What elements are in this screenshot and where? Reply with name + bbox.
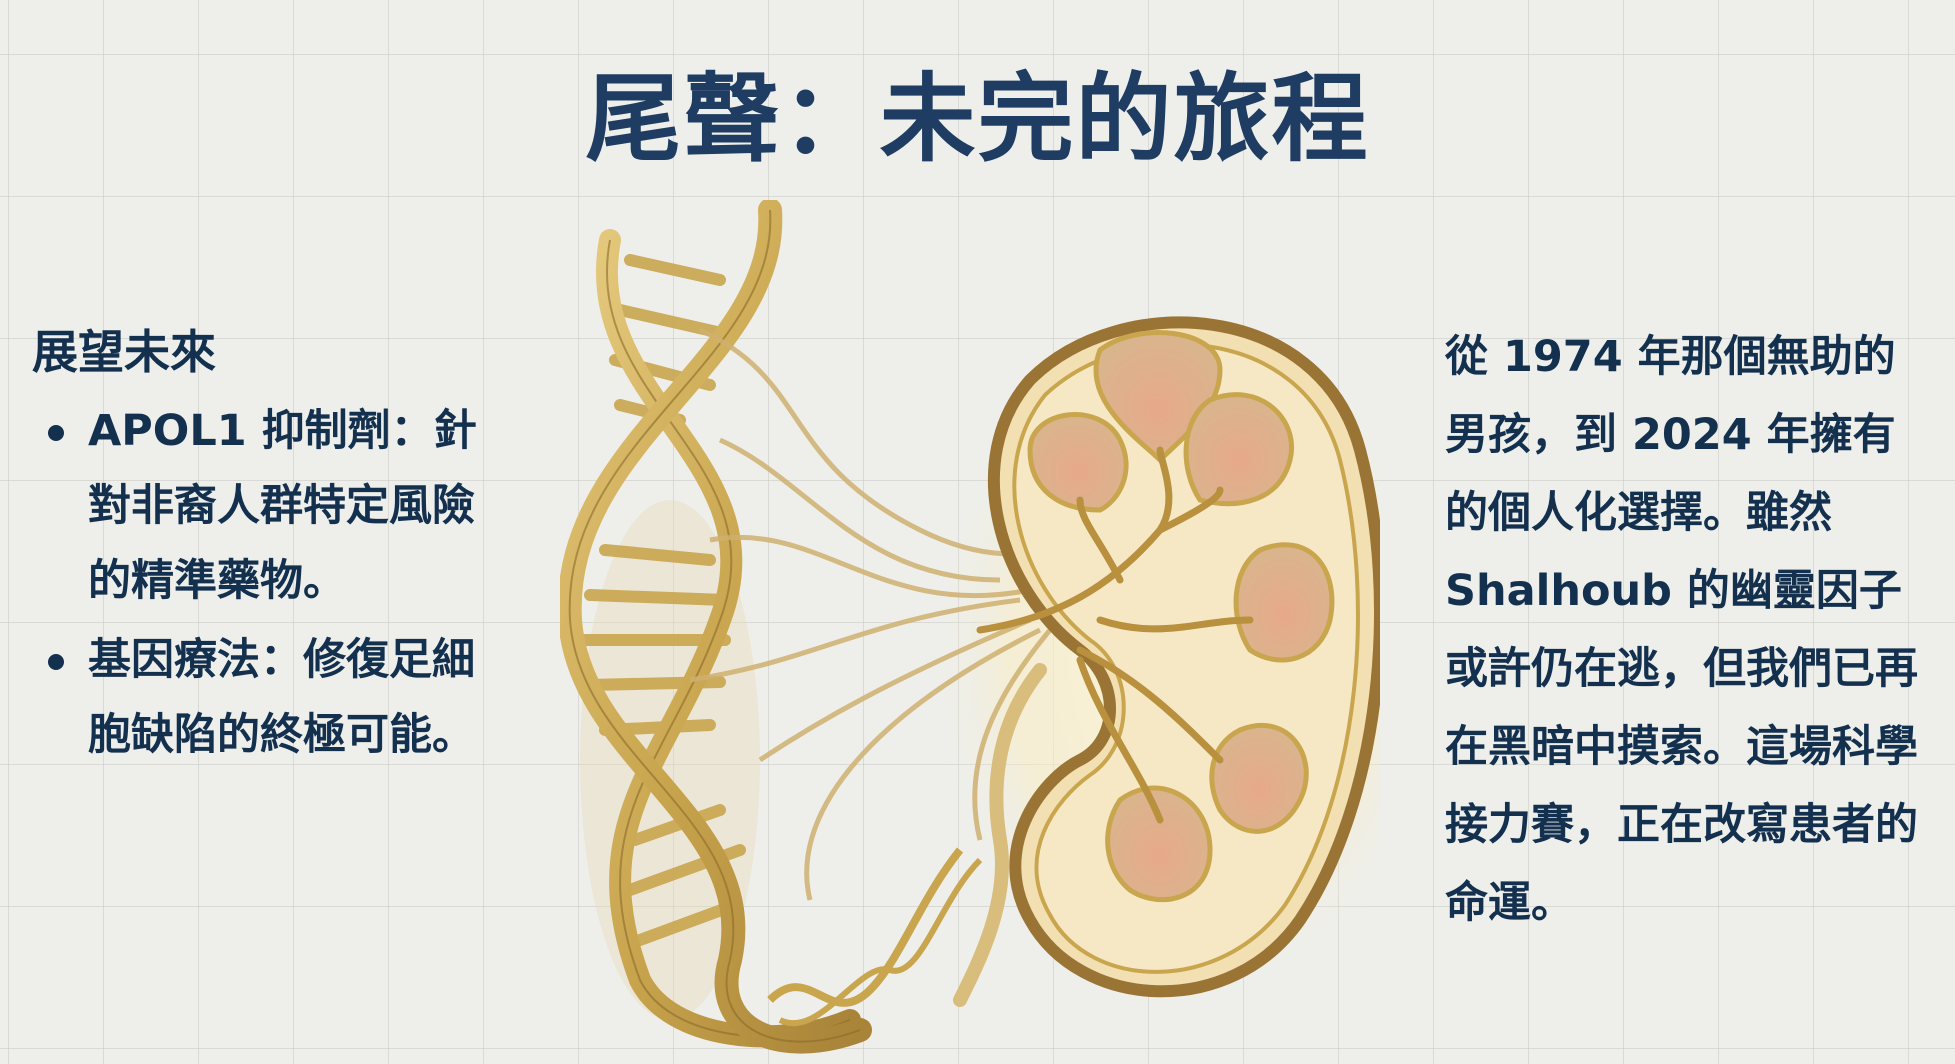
left-panel: 展望未來 APOL1 抑制劑：針對非裔人群特定風險的精準藥物。 基因療法：修復足… (32, 320, 512, 777)
dna-kidney-illustration (557, 198, 1450, 1060)
bullet-item: 基因療法：修復足細胞缺陷的終極可能。 (32, 623, 512, 773)
bullet-dot-icon (48, 654, 64, 670)
bullet-item: APOL1 抑制劑：針對非裔人群特定風險的精準藥物。 (32, 394, 512, 619)
dna-kidney-icon (557, 198, 1450, 1054)
bullet-dot-icon (48, 425, 64, 441)
page-title: 尾聲：未完的旅程 (585, 62, 1370, 175)
bullet-text: 基因療法：修復足細胞缺陷的終極可能。 (88, 635, 475, 760)
section-heading: 展望未來 (32, 325, 216, 379)
bullet-list: APOL1 抑制劑：針對非裔人群特定風險的精準藥物。 基因療法：修復足細胞缺陷的… (32, 394, 512, 773)
right-panel-paragraph: 從 1974 年那個無助的男孩，到 2024 年擁有的個人化選擇。雖然 Shal… (1445, 332, 1918, 928)
bullet-text: APOL1 抑制劑：針對非裔人群特定風險的精準藥物。 (88, 406, 477, 606)
